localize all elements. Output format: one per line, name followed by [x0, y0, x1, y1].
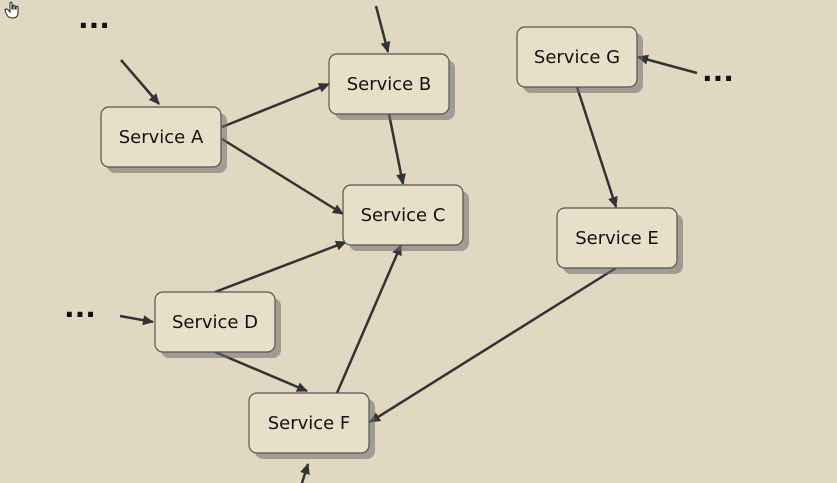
edge-a-to-c	[221, 137, 344, 216]
service-f-label: Service F	[268, 413, 351, 434]
service-c-label: Service C	[361, 205, 446, 226]
ellipsis-top-left: ...	[78, 2, 110, 35]
service-b-label: Service B	[347, 74, 432, 95]
service-b-node[interactable]: Service B	[328, 53, 455, 120]
edge-layer	[214, 82, 618, 424]
service-a-node[interactable]: Service A	[100, 106, 227, 173]
edge-b-to-c	[387, 113, 406, 185]
ellipsis-right: ...	[702, 55, 734, 88]
service-c-node[interactable]: Service C	[342, 184, 469, 251]
edge-d-to-c	[214, 240, 347, 294]
node-layer: Service A Service B Service C Service D …	[100, 26, 683, 459]
incoming-arrow-d	[119, 314, 154, 326]
service-e-node[interactable]: Service E	[556, 207, 683, 274]
service-f-node[interactable]: Service F	[248, 392, 375, 459]
service-d-node[interactable]: Service D	[154, 291, 281, 358]
edge-a-to-b	[221, 82, 330, 129]
incoming-arrow-a	[120, 59, 160, 105]
service-e-label: Service E	[575, 228, 659, 249]
ellipsis-left: ...	[64, 291, 96, 324]
incoming-arrow-f	[300, 463, 310, 483]
service-d-label: Service D	[172, 312, 258, 333]
hand-pointer-icon	[4, 1, 19, 19]
incoming-arrow-g	[637, 54, 698, 75]
edge-f-to-c	[335, 244, 403, 394]
service-a-label: Service A	[119, 127, 204, 148]
service-g-label: Service G	[534, 47, 620, 68]
incoming-arrow-b	[374, 5, 391, 53]
service-g-node[interactable]: Service G	[516, 26, 643, 93]
ellipsis-layer: ... ... ...	[64, 2, 734, 324]
edge-e-to-f	[369, 266, 617, 424]
edge-g-to-e	[575, 86, 618, 208]
edge-d-to-f	[214, 350, 308, 393]
stub-layer	[119, 5, 698, 483]
